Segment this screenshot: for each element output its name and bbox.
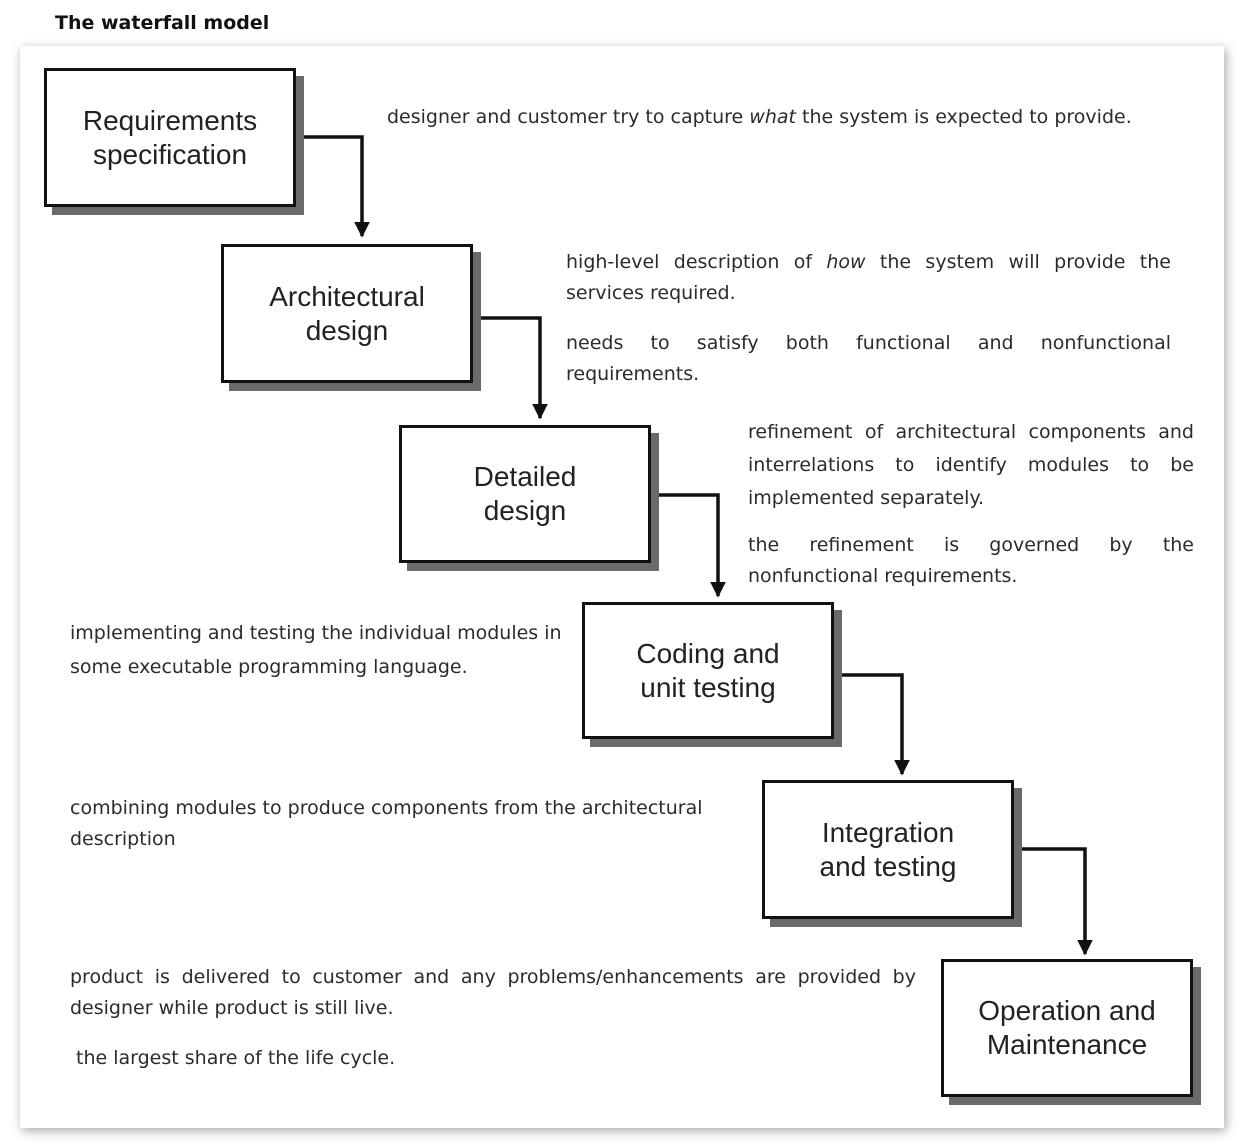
note-operation-1: product is delivered to customer and any…	[70, 966, 916, 1019]
stage-label: Requirements specification	[82, 104, 258, 170]
note-detailed-2: the refinement is governed by the nonfun…	[748, 534, 1194, 587]
diagram-panel	[20, 46, 1224, 1128]
stage-label: Integration and testing	[819, 816, 957, 882]
arrow-coding-to-integration	[833, 673, 910, 776]
page-title: The waterfall model	[55, 12, 270, 34]
note-integration: combining modules to produce components …	[70, 797, 703, 850]
arrow-requirements-to-architectural	[294, 135, 370, 238]
stage-detailed-design: Detailed design	[399, 425, 651, 563]
note-requirements: designer and customer try to capture wha…	[387, 106, 1132, 128]
stage-integration-testing: Integration and testing	[762, 780, 1014, 919]
note-operation-2: the largest share of the life cycle.	[76, 1047, 396, 1069]
stage-label: Coding and unit testing	[636, 637, 780, 703]
note-coding: implementing and testing the individual …	[70, 622, 562, 678]
stage-label: Detailed design	[473, 461, 577, 526]
arrow-architectural-to-detailed	[471, 316, 548, 420]
stage-label: Architectural design	[269, 280, 425, 346]
note-architectural-1: high-level description of how the system…	[566, 251, 1171, 304]
stage-operation-maintenance: Operation and Maintenance	[941, 959, 1193, 1097]
stage-coding-unit-testing: Coding and unit testing	[582, 602, 834, 739]
arrow-integration-to-operation	[1012, 847, 1093, 956]
stage-architectural-design: Architectural design	[221, 244, 473, 383]
stage-requirements-specification: Requirements specification	[44, 68, 296, 207]
stage-label: Operation and Maintenance	[978, 995, 1156, 1060]
arrow-detailed-to-coding	[650, 493, 726, 598]
note-architectural-2: needs to satisfy both functional and non…	[566, 332, 1171, 385]
note-detailed-1: refinement of architectural components a…	[748, 421, 1194, 509]
